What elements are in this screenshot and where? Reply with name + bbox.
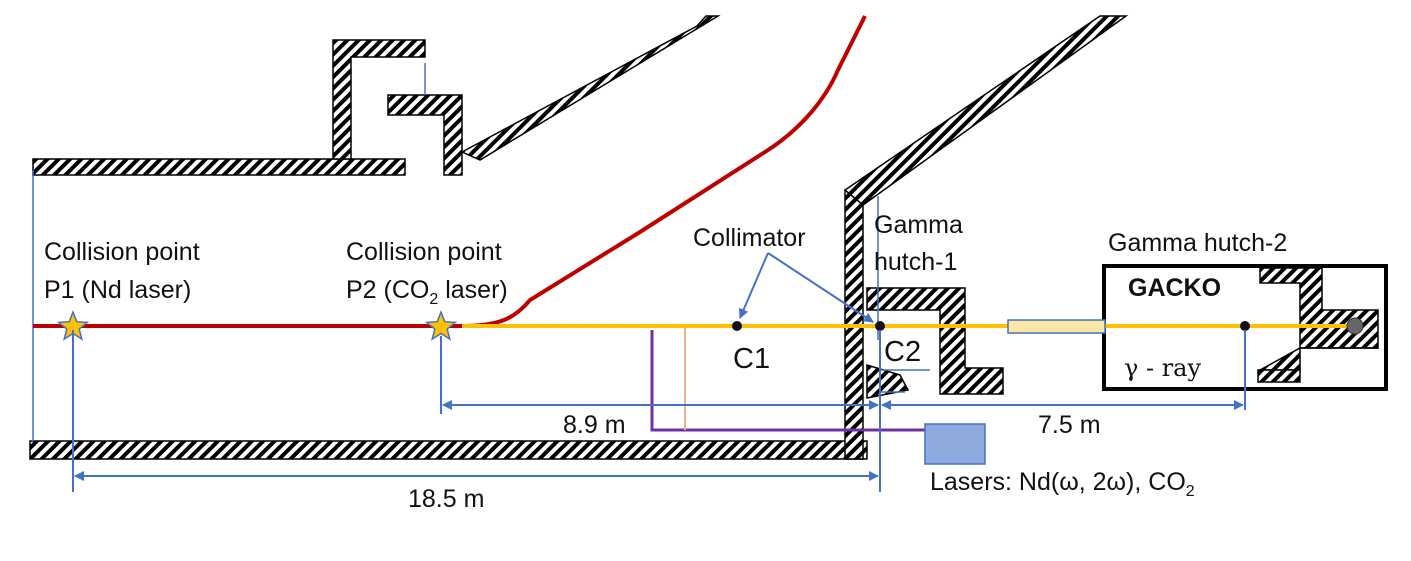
p2-label-line1: Collision point bbox=[346, 238, 502, 266]
lasers-label: Lasers: Nd(ω, 2ω), CO2 bbox=[930, 468, 1195, 500]
electron-beam bbox=[33, 15, 867, 328]
hutch1-label-line1: Gamma bbox=[874, 211, 963, 239]
hutch2-upper-block bbox=[1259, 267, 1379, 349]
detector-dot bbox=[1240, 321, 1250, 331]
p1-label-line2: P1 (Nd laser) bbox=[44, 276, 191, 304]
hutch1-label-line2: hutch-1 bbox=[874, 248, 957, 276]
gamma-ray-label: γ - ray bbox=[1124, 354, 1201, 382]
beam-dump-dot bbox=[1346, 317, 1364, 335]
p2-label-line2: P2 (CO2 laser) bbox=[346, 276, 508, 308]
laser-box bbox=[924, 423, 986, 465]
outline-lines bbox=[32, 63, 930, 441]
dist-p2-c2-label: 8.9 m bbox=[563, 411, 626, 439]
hutch2-lower-block bbox=[1259, 347, 1378, 371]
collimator-c2-block bbox=[866, 287, 1004, 395]
c1-label: C1 bbox=[733, 343, 770, 375]
collimator-c2-lower bbox=[866, 363, 910, 399]
laser-path bbox=[650, 330, 925, 432]
hutch2-bottom-block bbox=[1257, 369, 1301, 383]
upper-diagonal-wall bbox=[460, 15, 721, 161]
bottom-wall bbox=[29, 440, 868, 460]
stepped-block bbox=[387, 94, 463, 176]
collision-star-p2 bbox=[424, 309, 458, 341]
dist-c2-gacko-label: 7.5 m bbox=[1038, 411, 1101, 439]
right-diagonal-wall bbox=[843, 15, 1129, 206]
top-wall bbox=[32, 158, 406, 176]
beam-pipe bbox=[1007, 319, 1106, 334]
collimator-c1-dot bbox=[732, 321, 742, 331]
collimator-label: Collimator bbox=[693, 224, 806, 252]
hutch2-label: Gamma hutch-2 bbox=[1108, 229, 1287, 257]
shielding-walls bbox=[29, 15, 1379, 460]
p1-label-line1: Collision point bbox=[44, 238, 200, 266]
upper-l-block bbox=[332, 39, 426, 160]
gacko-label: GACKO bbox=[1128, 274, 1221, 302]
dimension-lines bbox=[72, 330, 1246, 492]
collimator-c2-dot bbox=[875, 321, 885, 331]
dist-p1-c2-label: 18.5 m bbox=[408, 485, 484, 513]
collimator-pointers bbox=[738, 252, 874, 323]
c2-label: C2 bbox=[884, 336, 921, 368]
